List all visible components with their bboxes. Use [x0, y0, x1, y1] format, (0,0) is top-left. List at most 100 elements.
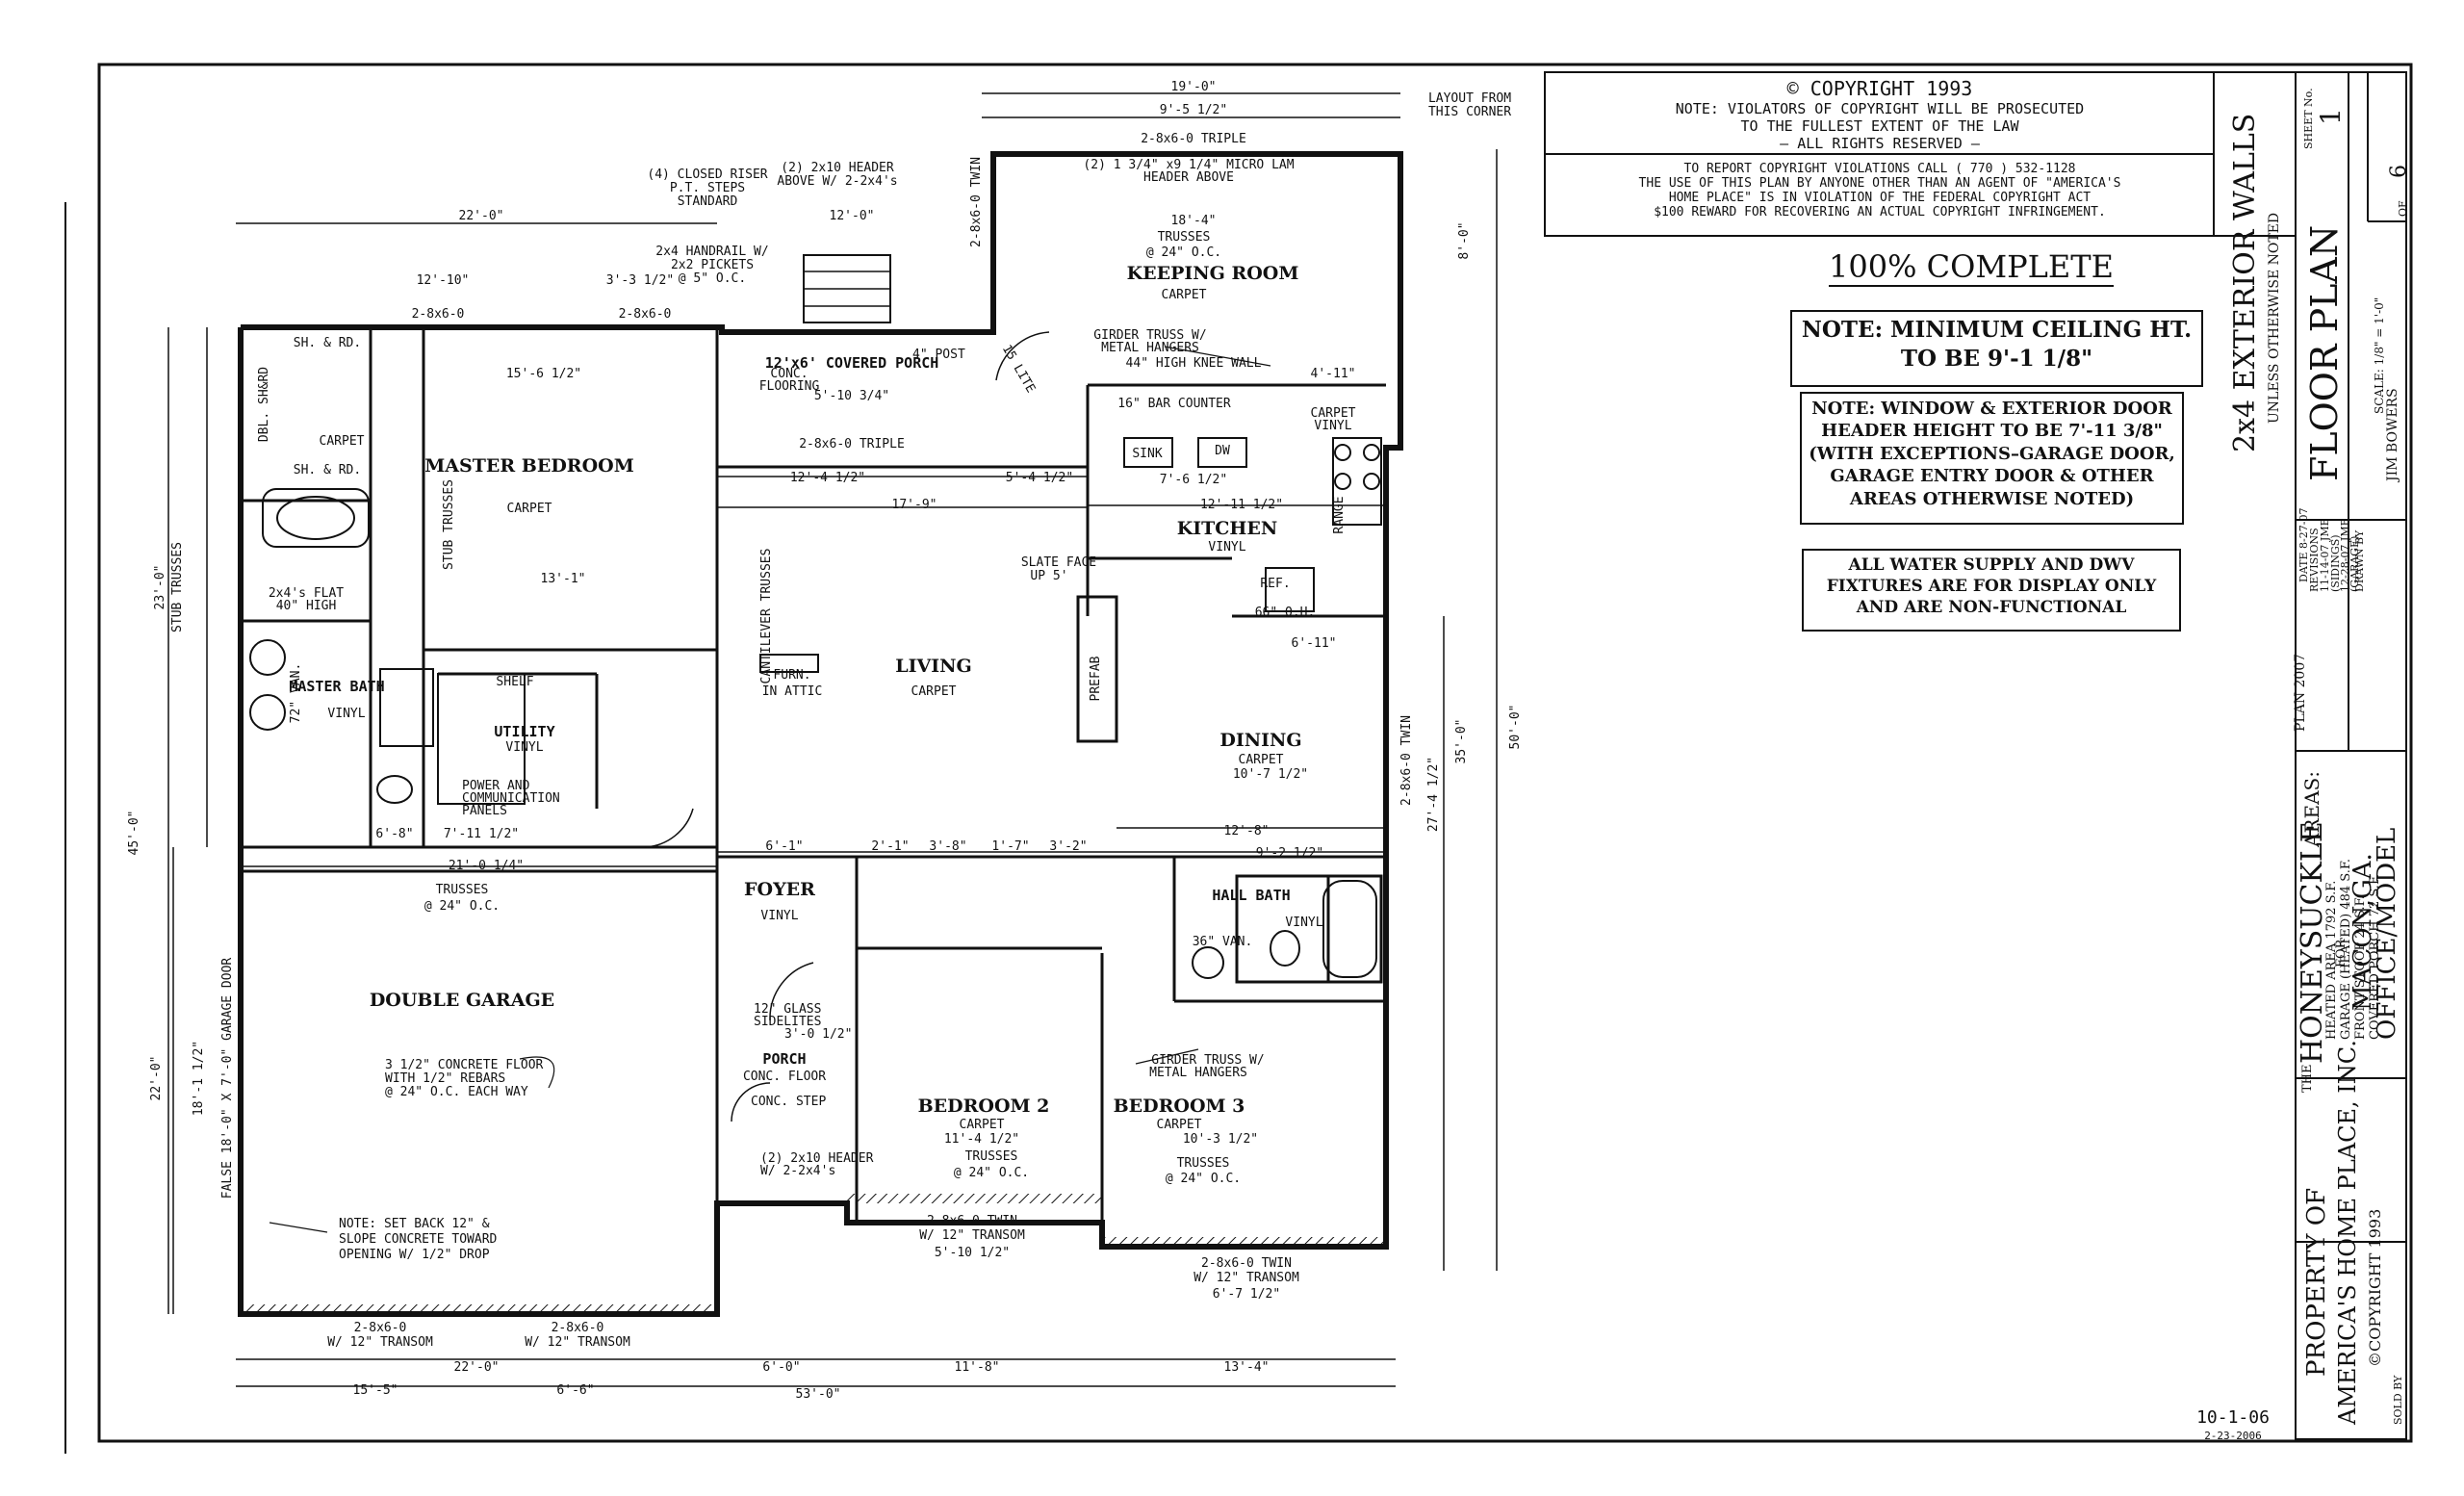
title-property-2: ©COPYRIGHT 1993: [2366, 1208, 2384, 1367]
micro-lam-1: (2) 1 3/4" x9 1/4" MICRO LAM: [1083, 158, 1294, 172]
window-w9: 2-8x6-0 TWIN: [1399, 715, 1414, 806]
closet-carpet: CARPET: [320, 434, 365, 449]
girder-truss-2: METAL HANGERS: [1101, 341, 1199, 355]
bedroom3-finish: CARPET: [1157, 1118, 1202, 1132]
sheet-border: [97, 63, 2413, 1443]
note-header-1: NOTE: WINDOW & EXTERIOR DOOR: [1811, 399, 2172, 419]
utility-label: UTILITY: [494, 723, 554, 740]
handrail-3: @ 5" O.C.: [679, 271, 746, 286]
window-w8: 2-8x6-0 TRIPLE: [799, 437, 905, 451]
title-sheet-of: OF: [2397, 200, 2409, 217]
conc-step: CONC. STEP: [751, 1095, 826, 1109]
keeping-room-finish: CARPET: [1162, 288, 1207, 302]
dim-12-10: 12'-10": [417, 273, 470, 288]
stair-treads: [804, 271, 890, 307]
vanity-72: 72" VAN.: [289, 663, 303, 724]
dim-8: 8'-0": [1457, 221, 1472, 259]
vanity-36: 36" VAN.: [1193, 935, 1253, 949]
closed-riser-2: P.T. STEPS: [670, 181, 745, 195]
window-w2: 2-8x6-0: [619, 307, 672, 322]
title-sheet-total: 6: [2387, 165, 2411, 178]
dim-5-4: 5'-4 1/2": [1006, 471, 1073, 485]
stub-trusses-bedroom: STUB TRUSSES: [442, 479, 456, 570]
handrail-1: 2x4 HANDRAIL W/: [655, 245, 768, 259]
covered-porch-dim: 5'-10 3/4": [814, 389, 889, 403]
note-ceiling-1: NOTE: MINIMUM CEILING HT.: [1801, 317, 2193, 343]
lite-label: 15 LITE: [999, 343, 1038, 396]
prefab-label: PREFAB: [1089, 656, 1103, 701]
dbl-shelf-rod: DBL. SH&RD: [257, 367, 271, 442]
covered-porch-label: 12'x6' COVERED PORCH: [765, 354, 939, 372]
concrete-note-1: 3 1/2" CONCRETE FLOOR: [385, 1058, 544, 1072]
kitchen-label: KITCHEN: [1177, 518, 1277, 539]
dim-1-5: 15'-5": [353, 1383, 398, 1398]
stub-trusses-left: STUB TRUSSES: [170, 542, 185, 632]
dim-7-6: 7'-6 1/2": [1160, 473, 1227, 487]
copyright-line-1: NOTE: VIOLATORS OF COPYRIGHT WILL BE PRO…: [1675, 100, 2085, 117]
post-label: 4" POST: [912, 348, 965, 362]
note-fixtures-2: FIXTURES ARE FOR DISPLAY ONLY: [1826, 577, 2157, 597]
note-fixtures-3: AND ARE NON-FUNCTIONAL: [1856, 598, 2127, 618]
dim-6-8: 6'-8": [375, 827, 413, 841]
copyright-report-2: THE USE OF THIS PLAN BY ANYONE OTHER THA…: [1638, 176, 2121, 191]
title-drawn-by: JIM BOWERS: [2385, 388, 2400, 481]
foyer-label: FOYER: [744, 879, 815, 900]
trusses-bed2-oc: @ 24" O.C.: [954, 1166, 1029, 1180]
hall-bath-finish: VINYL: [1285, 916, 1322, 930]
dim-bed3-width: 13'-4": [1224, 1360, 1270, 1375]
dim-18-4: 18'-4": [1171, 214, 1217, 228]
trusses-keeping-oc: @ 24" O.C.: [1146, 245, 1221, 260]
dim-7-11: 7'-11 1/2": [444, 827, 519, 841]
note-header: NOTE: WINDOW & EXTERIOR DOOR HEADER HEIG…: [1800, 392, 2184, 525]
trusses-bed3: TRUSSES: [1177, 1156, 1230, 1171]
fixtures: [249, 437, 1382, 979]
dim-6-7: 6'-7 1/2": [1213, 1287, 1280, 1302]
title-walls: 2x4 EXTERIOR WALLS: [2228, 113, 2262, 452]
leader-lines: [269, 346, 1271, 1233]
dim-13-1: 13'-1": [541, 572, 586, 586]
dimension-lines: [167, 92, 1498, 1387]
porch-label: PORCH: [762, 1050, 806, 1068]
bedroom3-wall-hatch: [1102, 1237, 1386, 1247]
dim-6-11: 6'-11": [1292, 636, 1337, 651]
revision-sub-date: 2-23-2006: [2204, 1430, 2262, 1442]
note-header-5: AREAS OTHERWISE NOTED): [1849, 488, 2135, 509]
window-w5-b: W/ 12" TRANSOM: [919, 1228, 1025, 1243]
dim-3-3: 3'-3 1/2": [606, 273, 674, 288]
foyer-finish: VINYL: [760, 909, 798, 923]
flat-2: 40" HIGH: [276, 599, 337, 613]
dim-21: 21'-0 1/4": [449, 859, 524, 873]
dining-finish: CARPET: [1239, 753, 1284, 767]
dining-label: DINING: [1219, 730, 1301, 751]
trusses-keeping: TRUSSES: [1158, 230, 1211, 245]
copyright-report-4: $100 REWARD FOR RECOVERING AN ACTUAL COP…: [1654, 205, 2106, 219]
handrail-2: 2x2 PICKETS: [671, 258, 754, 272]
bedroom2-finish: CARPET: [960, 1118, 1005, 1132]
dim-overall-width: 53'-0": [796, 1387, 841, 1402]
copyright-title: © COPYRIGHT 1993: [1786, 77, 1973, 100]
girder-truss-b-1: GIRDER TRUSS W/: [1151, 1053, 1264, 1068]
title-for: FOR: [2334, 939, 2348, 967]
closed-riser-3: STANDARD: [678, 194, 738, 209]
range-label: RANGE: [1332, 496, 1347, 533]
master-bath-finish: VINYL: [327, 707, 365, 721]
dim-6-1: 6'-1": [765, 839, 803, 854]
trusses-garage-oc: @ 24" O.C.: [424, 899, 500, 914]
conc-flooring-1: CONC.: [770, 367, 808, 381]
shelf-rod-top: SH. & RD.: [294, 336, 361, 350]
title-scale: SCALE: 1/8" = 1'-0": [2373, 297, 2386, 414]
concrete-note-3: @ 24" O.C. EACH WAY: [385, 1085, 528, 1099]
dim-5-10: 5'-10 1/2": [935, 1246, 1010, 1260]
power-panels-3: PANELS: [462, 804, 507, 818]
trusses-bed3-oc: @ 24" O.C.: [1166, 1172, 1241, 1186]
kitchen-finish: VINYL: [1208, 540, 1245, 555]
cantilever-trusses: CANTILEVER TRUSSES: [759, 549, 774, 684]
dim-45: 45'-0": [127, 811, 141, 856]
title-plan: PLAN 2007: [2293, 653, 2308, 732]
dim-keeping-width: 19'-0": [1171, 80, 1217, 94]
header-above-2: ABOVE W/ 2-2x4's: [777, 174, 897, 189]
garage-door-note: FALSE 18'-0" X 7'-0" GARAGE DOOR: [220, 958, 235, 1199]
dim-garage-width: 22'-0": [454, 1360, 500, 1375]
dim-bed2-width: 11'-8": [955, 1360, 1000, 1375]
